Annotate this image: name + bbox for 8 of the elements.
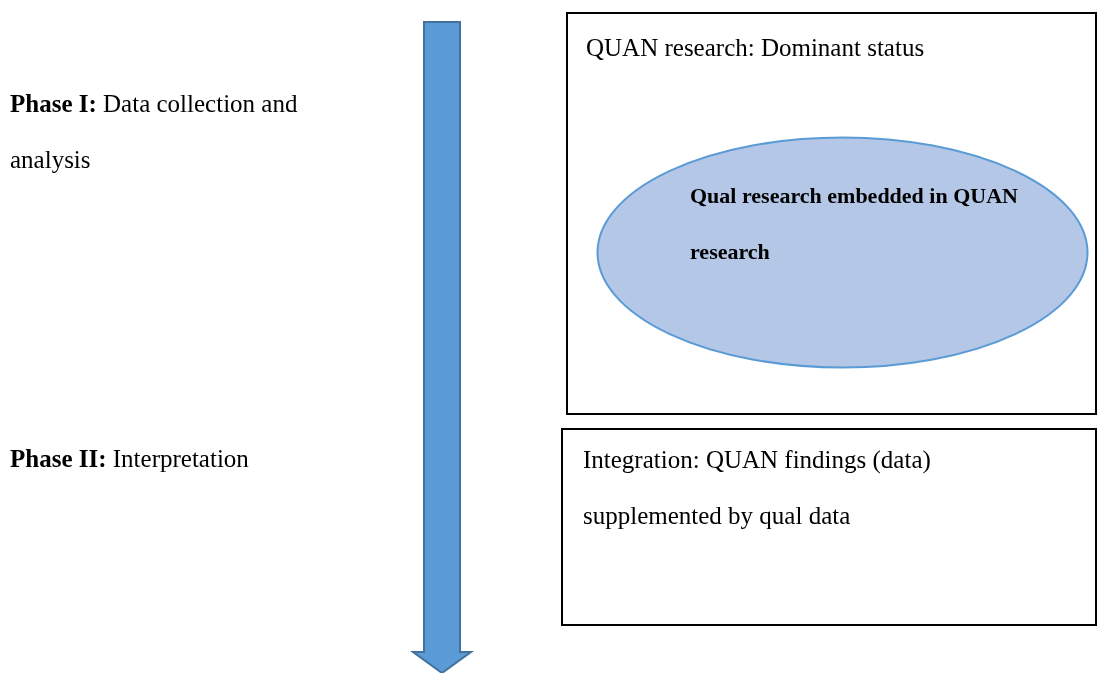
box-heading: Integration: QUAN findings (data) supplemented by qual data <box>583 445 932 531</box>
ellipse-text: Qual research embedded in QUAN research <box>690 182 1019 266</box>
embedded-ellipse <box>596 136 1089 369</box>
research-box <box>566 12 1097 415</box>
phase-label: Phase I: Data collection and analysis <box>10 89 299 175</box>
integration-box <box>561 428 1097 626</box>
box-heading: QUAN research: Dominant status <box>586 33 926 63</box>
phase-label: Phase II: Interpretation <box>10 444 250 474</box>
